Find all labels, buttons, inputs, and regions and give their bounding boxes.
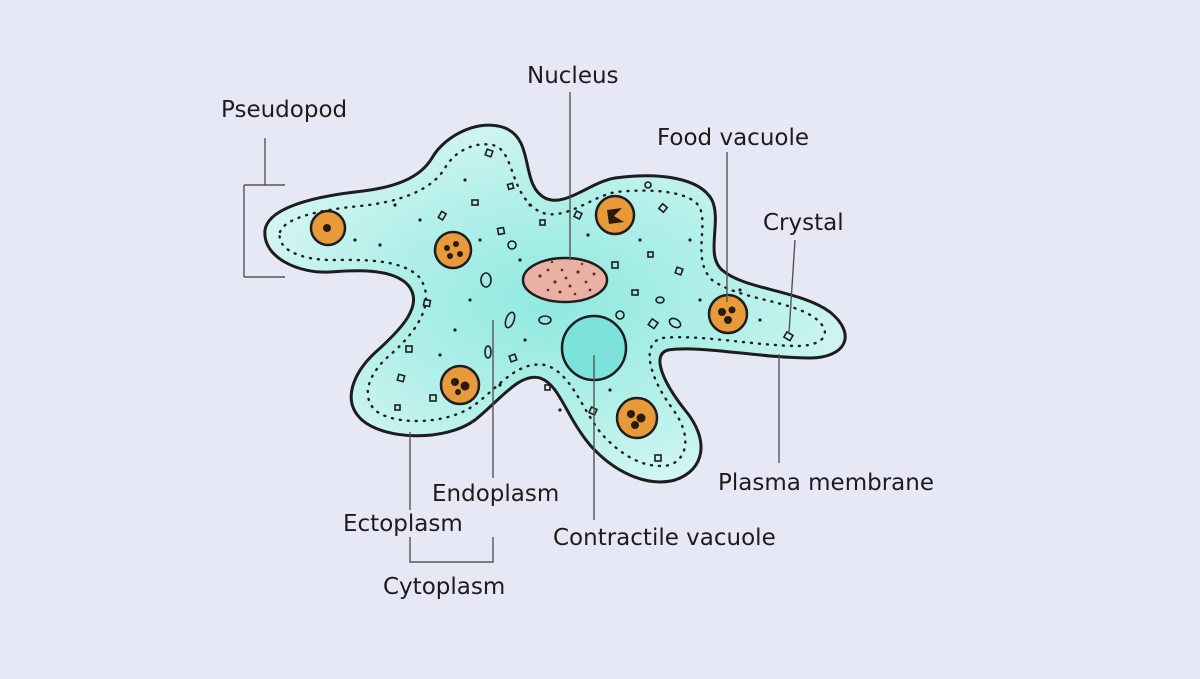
- cell-body: [263, 123, 847, 484]
- food-vacuole: [615, 396, 659, 440]
- food-vacuoles: [309, 194, 749, 440]
- crystal-leader: [788, 239, 796, 334]
- granules: [394, 148, 795, 462]
- endoplasm-label: Endoplasm: [432, 481, 560, 507]
- pseudopod-label: Pseudopod: [221, 97, 348, 123]
- food-vacuole: [433, 230, 473, 270]
- leader-lines: [243, 92, 796, 563]
- plasma-membrane-label: Plasma membrane: [718, 470, 934, 496]
- food-vacuole: [594, 194, 636, 236]
- cytoplasm-dots: [353, 178, 762, 412]
- pseudopod-bracket: [243, 138, 285, 278]
- ectoplasm-label: Ectoplasm: [343, 511, 463, 537]
- contractile-vacuole-label: Contractile vacuole: [553, 525, 776, 551]
- food-vacuole: [309, 209, 347, 247]
- crystal-label: Crystal: [763, 210, 844, 236]
- nucleus-label: Nucleus: [527, 63, 619, 89]
- cytoplasm-label: Cytoplasm: [383, 574, 506, 600]
- food-vacuole-label: Food vacuole: [657, 125, 810, 151]
- nucleus: [521, 256, 609, 304]
- ectoplasm-boundary: [278, 143, 827, 468]
- food-vacuole: [439, 364, 481, 406]
- food-vacuole: [707, 293, 749, 335]
- cytoplasm-bracket: [409, 432, 494, 563]
